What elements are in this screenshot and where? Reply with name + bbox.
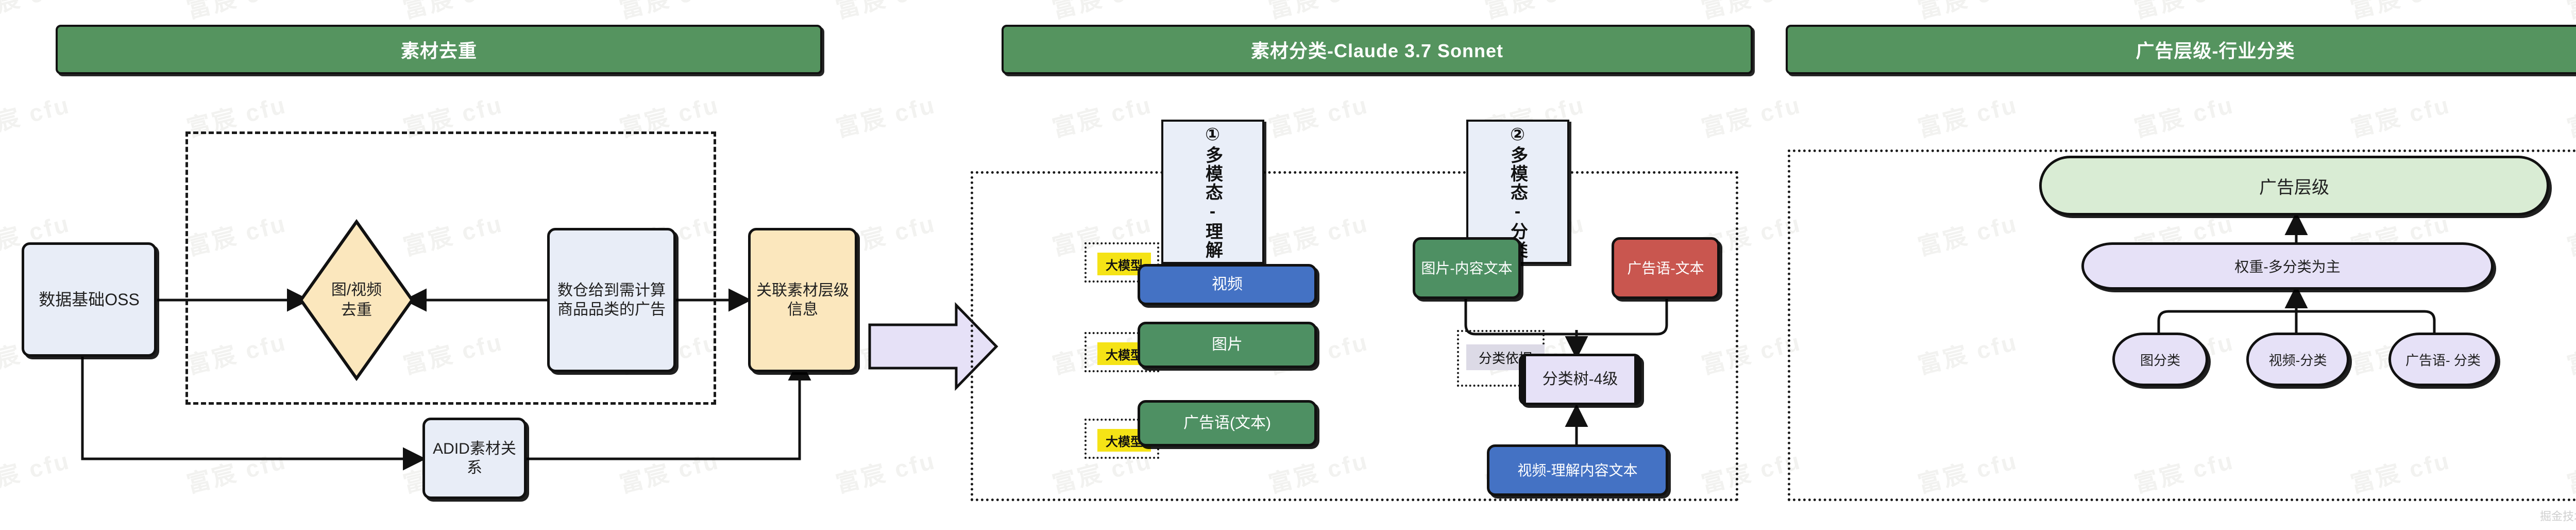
node-leaf-video-label: 视频-分类 [2268,352,2327,368]
node-adid[interactable]: ADID素材关系 [422,418,527,499]
panel-header-classify: 素材分类-Claude 3.7 Sonnet [1002,25,1753,74]
node-ad-level[interactable]: 广告层级 [2039,156,2549,216]
watermark-tile: 富宸 cfu [184,446,290,498]
bar-video[interactable]: 视频 [1138,264,1317,305]
panel-header-dedup-label: 素材去重 [400,40,477,61]
section-header-understand-label: ①多模态-理解 [1202,124,1223,259]
footer-watermark-label: 掘金技术社区 @ 亚马逊云开发者 [2540,510,2576,523]
panel-header-industry-label: 广告层级-行业分类 [2136,40,2295,61]
node-data-oss-label: 数据基础OSS [39,290,140,309]
node-adid-label: ADID素材关系 [433,440,516,477]
watermark-tile: 富宸 cfu [1048,0,1156,25]
watermark-tile: 富宸 cfu [2347,0,2454,25]
classify-dotted-region [971,171,1738,501]
node-link-info[interactable]: 关联素材层级 信息 [748,228,857,372]
industry-dotted-region [1788,150,2576,501]
bar-image-label: 图片 [1212,336,1243,354]
watermark-tile: 富宸 cfu [183,0,290,25]
watermark-tile: 富宸 cfu [2130,0,2238,25]
dedup-dashed-region [185,131,716,405]
node-leaf-video[interactable]: 视频-分类 [2246,333,2349,386]
node-weight-label: 权重-多分类为主 [2234,259,2341,275]
watermark-tile: 富宸 cfu [1265,0,1372,25]
bar-adtext-label: 广告语(文本) [1183,415,1271,432]
watermark-tile: 富宸 cfu [832,0,939,25]
watermark-tile: 富宸 cfu [2348,91,2453,142]
watermark-tile: 富宸 cfu [0,446,73,498]
watermark-tile: 富宸 cfu [2563,0,2576,25]
watermark-tile: 富宸 cfu [2131,91,2237,142]
node-video-understanding-text[interactable]: 视频-理解内容文本 [1487,444,1668,496]
panel-header-dedup: 素材去重 [56,25,822,74]
bar-video-label: 视频 [1212,276,1243,293]
llm-tag-adtext-label: 大模型 [1106,435,1143,449]
watermark-tile: 富宸 cfu [1698,0,1805,25]
watermark-tile: 富宸 cfu [833,91,939,142]
section-header-understand: ①多模态-理解 [1161,120,1264,264]
node-weight[interactable]: 权重-多分类为主 [2081,242,2494,290]
node-dedup-diamond-label: 图/视频 去重 [305,273,408,327]
llm-tag-box-video [1084,242,1159,283]
node-leaf-adcopy-label: 广告语- 分类 [2405,352,2481,368]
node-data-oss[interactable]: 数据基础OSS [22,242,157,357]
bar-image[interactable]: 图片 [1138,322,1317,368]
node-image-content-text-label: 图片-内容文本 [1421,260,1513,276]
watermark-tile: 富宸 cfu [399,0,506,25]
watermark-tile: 富宸 cfu [0,0,74,25]
watermark-tile: 富宸 cfu [1266,91,1371,142]
llm-tag-video-label: 大模型 [1106,258,1143,273]
node-leaf-adcopy[interactable]: 广告语- 分类 [2388,333,2498,386]
watermark-tile: 富宸 cfu [2564,91,2576,142]
watermark-tile: 富宸 cfu [617,446,722,498]
node-leaf-image[interactable]: 图分类 [2112,333,2208,386]
watermark-tile: 富宸 cfu [833,446,939,498]
watermark-tile: 富宸 cfu [1915,91,2021,142]
watermark-tile: 富宸 cfu [1049,91,1155,142]
watermark-tile: 富宸 cfu [616,0,723,25]
section-header-classify-label: ②多模态-分类 [1507,124,1528,259]
node-category-tree[interactable]: 分类树-4级 [1519,354,1641,405]
node-video-understanding-text-label: 视频-理解内容文本 [1517,462,1638,478]
footer-watermark: 掘金技术社区 @ 亚马逊云开发者 [2540,507,2576,524]
bar-adtext[interactable]: 广告语(文本) [1138,400,1317,446]
node-link-info-label: 关联素材层级 信息 [756,281,849,319]
node-leaf-image-label: 图分类 [2140,352,2180,368]
watermark-tile: 富宸 cfu [1699,91,1804,142]
node-ad-level-label: 广告层级 [2259,177,2329,197]
node-warehouse[interactable]: 数仓给到需计算 商品品类的广告 [547,228,676,372]
llm-tag-image-label: 大模型 [1106,348,1143,362]
watermark-tile: 富宸 cfu [1914,0,2021,25]
node-ad-copy-text-label: 广告语-文本 [1627,260,1704,276]
panel-header-industry: 广告层级-行业分类 [1786,25,2576,74]
node-dedup-diamond-line1: 图/视频 去重 [331,281,382,319]
node-ad-copy-text[interactable]: 广告语-文本 [1612,237,1720,299]
panel-header-classify-label: 素材分类-Claude 3.7 Sonnet [1250,40,1504,61]
watermark-tile: 富宸 cfu [0,91,73,142]
node-category-tree-label: 分类树-4级 [1542,371,1618,388]
node-image-content-text[interactable]: 图片-内容文本 [1413,237,1521,299]
watermark-tile: 富宸 cfu [1481,0,1588,25]
node-warehouse-label: 数仓给到需计算 商品品类的广告 [557,281,666,319]
